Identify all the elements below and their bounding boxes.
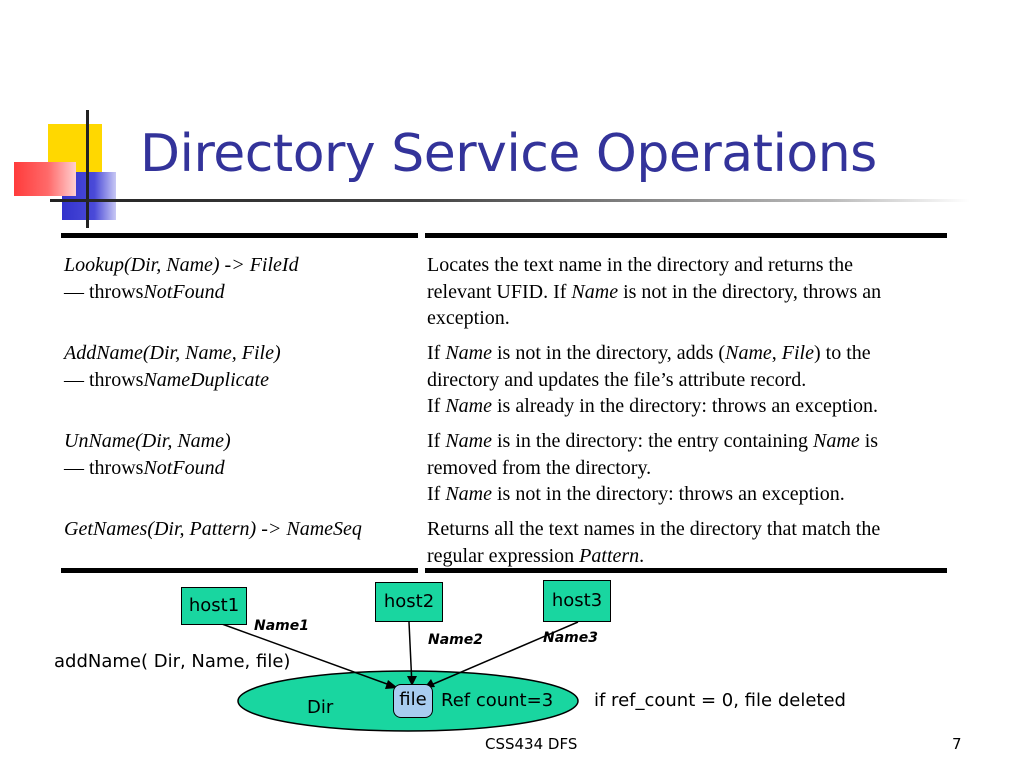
operation-description: Returns all the text names in the direct… [427,516,880,569]
link-label-name2: Name2 [428,632,483,648]
link-line-host3 [423,621,579,689]
logo-horizontal-line [50,199,970,202]
slide-title: Directory Service Operations [140,124,877,184]
host2-label: host2 [383,591,435,612]
description-line: exception. [427,307,510,329]
table-bottom-rule-left [61,568,418,573]
page-number: 7 [952,735,962,753]
operation-signature: Lookup(Dir, Name) -> FileId [64,254,299,276]
operation-signature-cell: Lookup(Dir, Name) -> FileId — throwsNotFo… [64,252,299,305]
operation-signature: AddName(Dir, Name, File) [64,342,281,364]
link-label-name1: Name1 [254,618,309,634]
description-line: directory and updates the file’s attribu… [427,368,807,391]
logo-vertical-line [86,110,89,228]
host1-label: host1 [188,595,240,616]
description-line: Returns all the text names in the direct… [427,518,881,540]
description-line: Locates the text name in the directory a… [427,254,853,276]
description-line: If Name is in the directory: the entry c… [427,430,879,452]
logo-red-square [14,162,76,196]
description-line: If Name is not in the directory, adds (N… [427,342,871,364]
operation-throws: — throwsNotFound [64,280,225,303]
operation-signature-cell: GetNames(Dir, Pattern) -> NameSeq [64,516,362,543]
host2-box: host2 [375,582,443,622]
operation-description: If Name is in the directory: the entry c… [427,428,878,508]
operation-signature-cell: UnName(Dir, Name) — throwsNotFound [64,428,231,481]
link-line-host2 [408,621,413,687]
file-box: file [393,684,433,718]
description-line: relevant UFID. If Name is not in the dir… [427,280,882,303]
operation-signature: UnName(Dir, Name) [64,430,231,452]
link-label-name3: Name3 [543,630,598,646]
description-line: If Name is already in the directory: thr… [427,395,878,417]
file-label: file [399,689,427,710]
host3-box: host3 [543,580,611,622]
ref-count-label: Ref count=3 [441,690,554,711]
operation-signature: GetNames(Dir, Pattern) -> NameSeq [64,518,362,540]
description-line: If Name is not in the directory: throws … [427,483,845,505]
table-top-rule-left [61,233,418,238]
description-line: removed from the directory. [427,456,652,479]
host3-label: host3 [551,590,603,611]
operation-description: If Name is not in the directory, adds (N… [427,340,878,420]
dir-label: Dir [307,697,334,718]
operation-signature-cell: AddName(Dir, Name, File) — throwsNameDupl… [64,340,281,393]
description-line: regular expression Pattern. [427,544,645,567]
arrowhead-host2 [407,676,417,686]
operation-throws: — throwsNotFound [64,456,225,479]
ref-count-note: if ref_count = 0, file deleted [594,690,846,711]
operation-throws: — throwsNameDuplicate [64,368,269,391]
table-top-rule-right [425,233,947,238]
add-name-call: addName( Dir, Name, file) [54,651,291,672]
table-bottom-rule-right [425,568,947,573]
link-line-host1 [221,623,399,689]
host1-box: host1 [181,587,247,625]
footer-course: CSS434 DFS [485,735,578,753]
operation-description: Locates the text name in the directory a… [427,252,881,332]
